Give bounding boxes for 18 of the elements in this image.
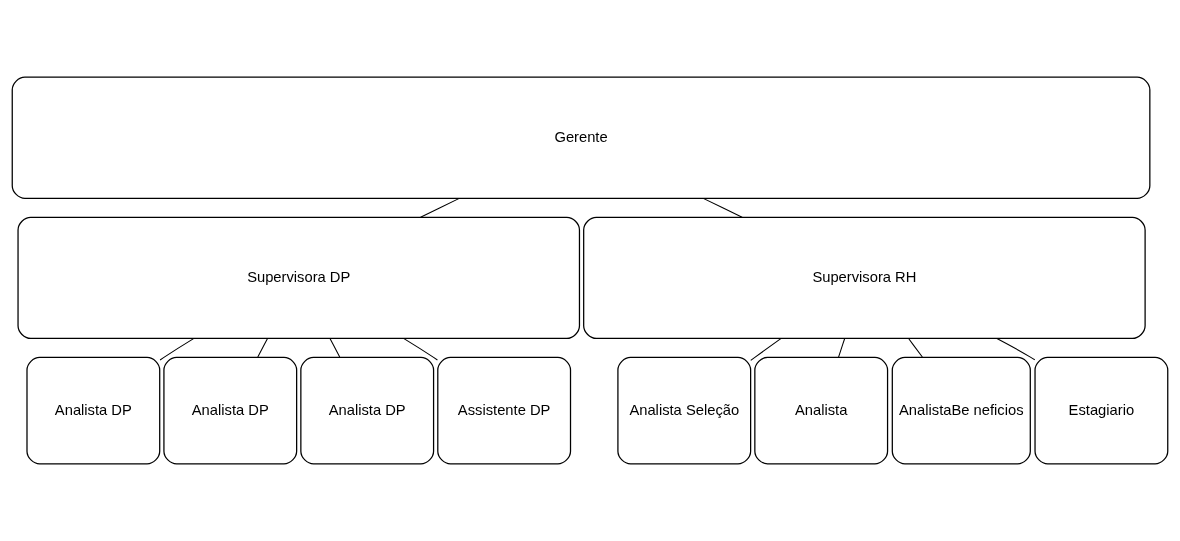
connector xyxy=(403,338,438,361)
connector xyxy=(159,338,195,361)
connector xyxy=(257,337,269,358)
connector xyxy=(750,338,782,361)
node-box: Assistente DP xyxy=(437,356,572,465)
node-box: Analista DP xyxy=(163,356,298,465)
node-box: Analista DP xyxy=(26,356,161,465)
connector xyxy=(838,337,846,358)
node-box: Analista DP xyxy=(300,356,435,465)
node-box: Analista xyxy=(754,356,889,465)
node-box: Gerente xyxy=(11,76,1151,199)
node-box: Analista Seleção xyxy=(617,356,752,465)
node-box: Supervisora DP xyxy=(17,216,581,340)
connector xyxy=(908,337,923,358)
connector xyxy=(329,337,341,358)
node-box: Supervisora RH xyxy=(583,216,1146,340)
node-box: Estagiario xyxy=(1034,356,1169,465)
node-box: AnalistaBe neficios xyxy=(891,356,1031,465)
